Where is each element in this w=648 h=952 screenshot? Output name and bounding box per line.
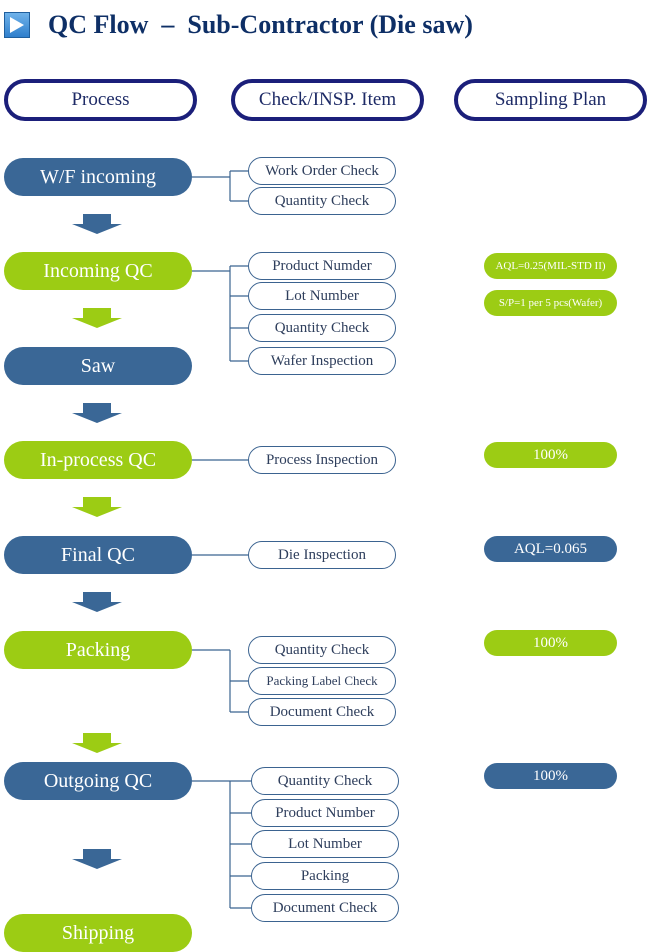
check-item: Product Numder (248, 252, 396, 280)
header-process: Process (4, 79, 197, 121)
check-item: Quantity Check (248, 187, 396, 215)
sampling-badge: S/P=1 per 5 pcs(Wafer) (484, 290, 617, 316)
process-final-qc: Final QC (4, 536, 192, 574)
check-item: Quantity Check (248, 636, 396, 664)
check-item: Die Inspection (248, 541, 396, 569)
check-item: Quantity Check (251, 767, 399, 795)
flow-arrow-2 (72, 308, 122, 328)
sampling-badge: AQL=0.065 (484, 536, 617, 562)
check-item: Lot Number (251, 830, 399, 858)
process-outgoing-qc: Outgoing QC (4, 762, 192, 800)
process-saw: Saw (4, 347, 192, 385)
check-item: Packing (251, 862, 399, 890)
sampling-badge: 100% (484, 763, 617, 789)
check-item: Work Order Check (248, 157, 396, 185)
page-title: QC Flow – Sub-Contractor (Die saw) (48, 10, 473, 39)
play-triangle-icon (4, 12, 30, 38)
flow-arrow-5 (72, 592, 122, 612)
flow-arrow-1 (72, 214, 122, 234)
check-item: Lot Number (248, 282, 396, 310)
check-item: Document Check (251, 894, 399, 922)
process-shipping: Shipping (4, 914, 192, 952)
flow-arrow-6 (72, 733, 122, 753)
flow-arrow-4 (72, 497, 122, 517)
process-in-process-qc: In-process QC (4, 441, 192, 479)
header-check-item: Check/INSP. Item (231, 79, 424, 121)
flow-arrow-7 (72, 849, 122, 869)
check-item: Process Inspection (248, 446, 396, 474)
process-incoming-qc: Incoming QC (4, 252, 192, 290)
check-item: Product Number (251, 799, 399, 827)
process-packing: Packing (4, 631, 192, 669)
sampling-badge: 100% (484, 442, 617, 468)
check-item: Document Check (248, 698, 396, 726)
check-item: Packing Label Check (248, 667, 396, 695)
check-item: Wafer Inspection (248, 347, 396, 375)
flow-arrow-3 (72, 403, 122, 423)
process-wf-incoming: W/F incoming (4, 158, 192, 196)
check-item: Quantity Check (248, 314, 396, 342)
sampling-badge: AQL=0.25(MIL-STD II) (484, 253, 617, 279)
sampling-badge: 100% (484, 630, 617, 656)
header-sampling-plan: Sampling Plan (454, 79, 647, 121)
